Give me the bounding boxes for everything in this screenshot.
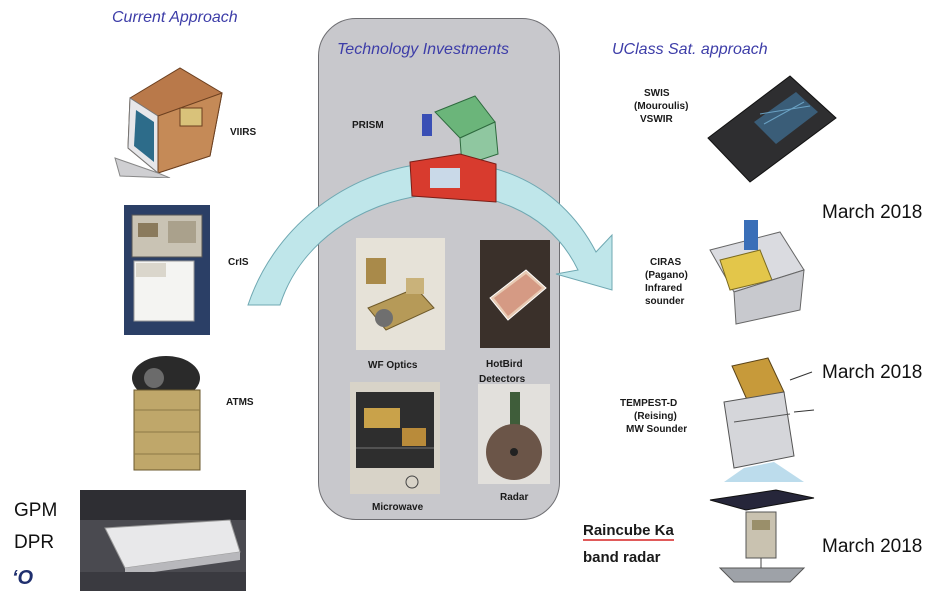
ciras-label-line4: sounder [645, 296, 685, 307]
tempest-label-line3: MW Sounder [626, 424, 688, 435]
tempest-date: March 2018 [822, 362, 923, 383]
viirs-image [110, 58, 225, 178]
ciras-image [700, 210, 808, 328]
swis-label-line2: (Mouroulis) [634, 101, 689, 112]
radar-label: Radar [500, 492, 529, 503]
raincube-label-line2: band radar [583, 549, 661, 566]
microwave-image [350, 382, 440, 494]
ciras-label-line2: (Pagano) [645, 270, 688, 281]
prism-label: PRISM [352, 120, 384, 131]
gpm-label-line2: DPR [14, 532, 55, 553]
ciras-date: March 2018 [822, 202, 923, 223]
tempest-label-line2: (Reising) [634, 411, 677, 422]
swis-label-line3: VSWIR [640, 114, 673, 125]
gpm-label-line1: GPM [14, 500, 58, 521]
atms-image [124, 350, 212, 480]
cris-label: CrIS [228, 257, 249, 268]
viirs-label: VIIRS [230, 127, 257, 138]
ciras-label-line1: CIRAS [650, 257, 682, 268]
wf-optics-image [356, 238, 445, 350]
raincube-image [706, 486, 818, 591]
ciras-label-line3: Infrared [645, 283, 683, 294]
tempest-image [704, 352, 816, 484]
swis-image [700, 66, 840, 184]
header-current-approach: Current Approach [112, 9, 238, 26]
hotbird-label-line1: HotBird [486, 359, 523, 370]
hotbird-label-line2: Detectors [479, 374, 526, 385]
radar-image [478, 384, 550, 484]
atms-label: ATMS [226, 397, 254, 408]
header-technology-investments: Technology Investments [337, 41, 509, 58]
microwave-label: Microwave [372, 502, 424, 513]
partial-logo-icon: ‘O [12, 567, 34, 589]
hotbird-image [480, 240, 550, 348]
swis-label-line1: SWIS [644, 88, 670, 99]
wf-optics-label: WF Optics [368, 360, 418, 371]
raincube-date: March 2018 [822, 536, 923, 557]
tempest-label-line1: TEMPEST-D [620, 398, 678, 409]
raincube-label-line1: Raincube Ka [583, 522, 674, 541]
gpm-dpr-image [80, 490, 246, 591]
header-uclass-approach: UClass Sat. approach [612, 41, 768, 58]
cris-image [124, 205, 210, 335]
prism-image [400, 92, 510, 210]
